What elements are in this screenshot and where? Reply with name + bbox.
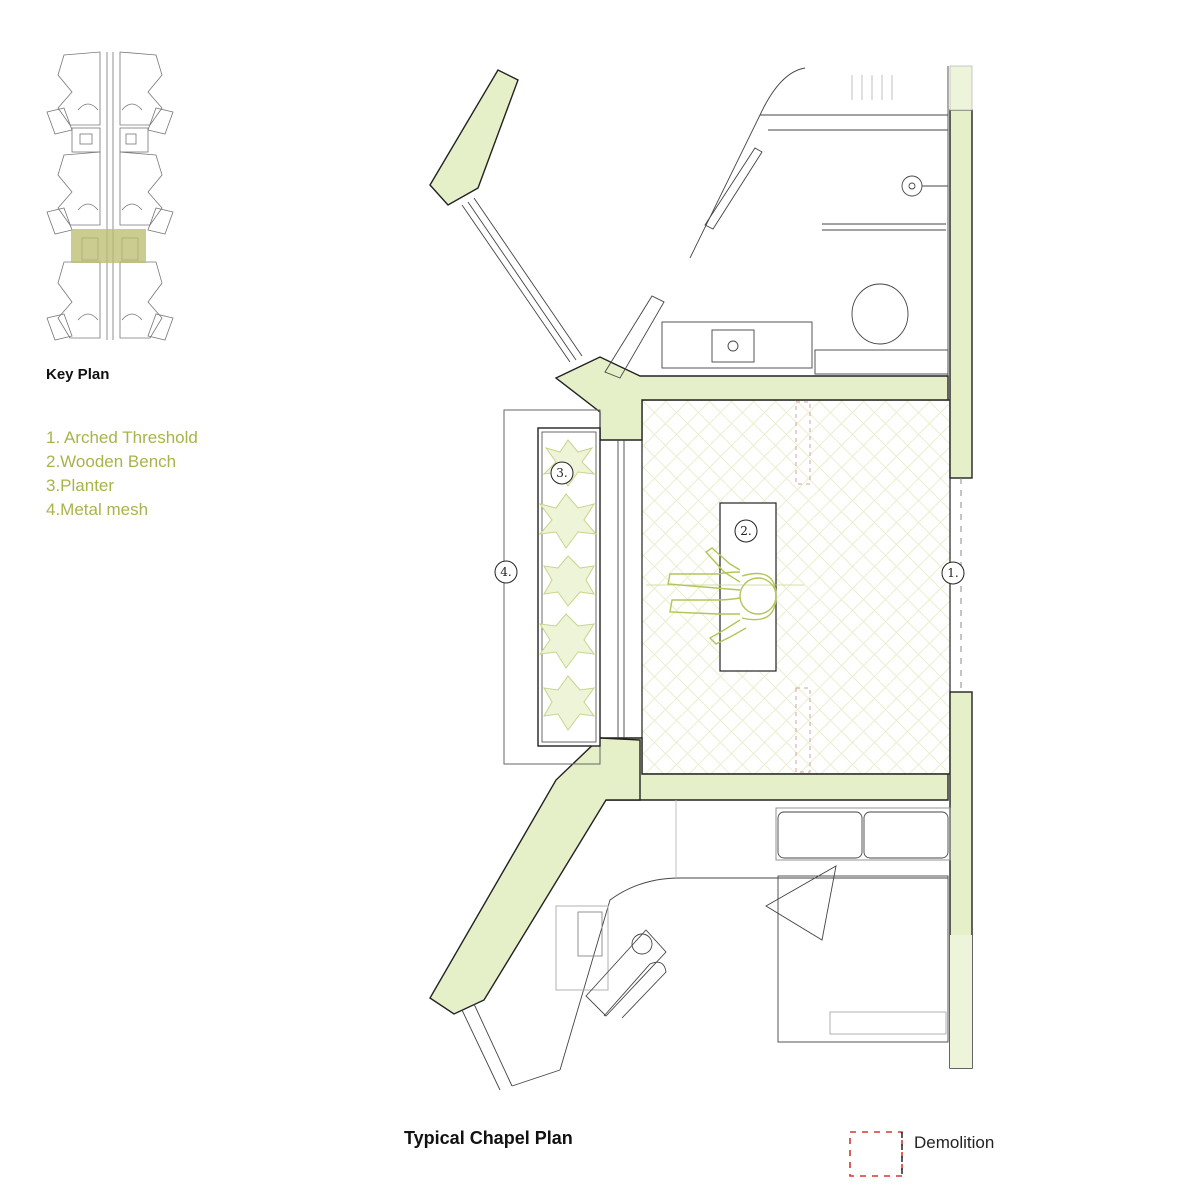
key-plan-linework <box>46 51 174 341</box>
legend-item-planter: 3.Planter <box>46 476 115 495</box>
upper-room-linework <box>461 66 949 379</box>
legend-item-metal-mesh: 4.Metal mesh <box>46 500 149 519</box>
seated-person-figure <box>667 547 777 645</box>
glazing <box>617 440 625 738</box>
callout-4-label: 4. <box>500 565 511 579</box>
lower-room-linework <box>461 800 951 1091</box>
plan-title: Typical Chapel Plan <box>404 1128 573 1148</box>
callout-1: 1. <box>941 561 965 585</box>
wall-bottom-left-diagonal <box>429 737 641 1015</box>
callout-1-label: 1. <box>947 566 958 580</box>
legend-item-wooden-bench: 2.Wooden Bench <box>46 452 177 471</box>
demolition-legend-label: Demolition <box>914 1133 995 1152</box>
legend-item-arched-threshold: 1. Arched Threshold <box>46 428 198 447</box>
key-plan-right-units <box>119 51 174 341</box>
wall-right-upper <box>949 109 973 479</box>
legend-list: 1. Arched Threshold 2.Wooden Bench 3.Pla… <box>46 426 198 522</box>
walls <box>429 69 973 1069</box>
demolition-marks <box>795 401 811 773</box>
key-plan-title: Key Plan <box>46 366 110 383</box>
wall-top-left-diagonal <box>429 69 519 206</box>
callout-2: 2. <box>734 519 758 543</box>
planter-foliage <box>538 439 598 731</box>
callout-4: 4. <box>494 560 518 584</box>
callout-3: 3. <box>550 461 574 485</box>
callout-3-label: 3. <box>556 466 567 480</box>
demolition-legend-symbol <box>849 1131 903 1177</box>
key-plan-highlight <box>71 229 146 263</box>
callout-2-label: 2. <box>740 524 751 538</box>
